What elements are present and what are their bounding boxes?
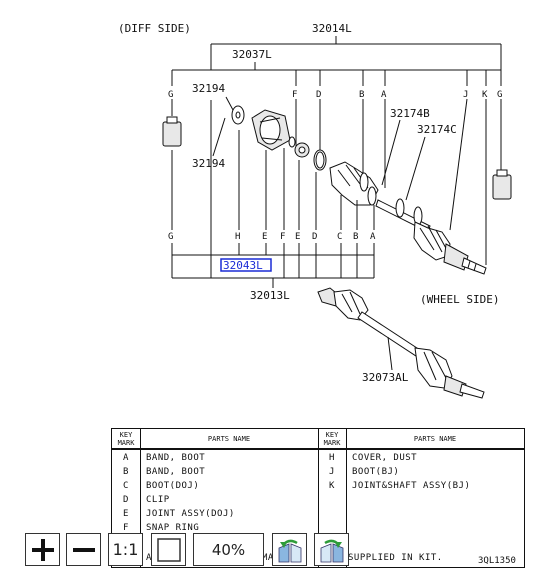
band-boot-a[interactable] — [367, 186, 377, 206]
bottom-letter-g: G — [168, 232, 173, 242]
legend-key-h: H — [329, 453, 335, 463]
zoom-in-button[interactable] — [25, 533, 60, 566]
part-number-32174C[interactable]: 32174C — [417, 123, 457, 136]
bottom-letter-e-1: E — [262, 232, 267, 242]
legend-key-a: A — [123, 453, 129, 463]
band-boot-b[interactable] — [359, 172, 369, 192]
legend-key-e: E — [123, 509, 129, 519]
dust-cover-g-right[interactable] — [492, 169, 512, 200]
part-number-32194-upper[interactable]: 32194 — [192, 82, 225, 95]
fit-page-button[interactable] — [151, 533, 186, 566]
legend-key-k: K — [329, 481, 335, 491]
parts-legend-table: KEY MARK PARTS NAME KEY MARK PARTS NAME … — [111, 428, 525, 568]
legend-name-e: JOINT ASSY(DOJ) — [146, 509, 235, 519]
part-number-32013L[interactable]: 32013L — [250, 289, 290, 302]
part-number-32174B[interactable]: 32174B — [390, 107, 430, 120]
top-letter-b: B — [359, 90, 364, 100]
bottom-letter-c: C — [337, 232, 342, 242]
bottom-letter-h: H — [235, 232, 240, 242]
legend-name-f: SNAP RING — [146, 523, 200, 533]
legend-name-c: BOOT(DOJ) — [146, 481, 200, 491]
joint-assy-doj[interactable] — [251, 109, 291, 151]
top-letter-g-right: G — [497, 90, 502, 100]
rotate-right-icon — [320, 539, 343, 562]
legend-name-h: COVER, DUST — [352, 453, 418, 463]
legend-footer-supplied: SUPPLIED IN KIT. — [348, 553, 443, 563]
zoom-out-button[interactable] — [66, 533, 101, 566]
plus-icon — [31, 538, 54, 561]
spider-e[interactable] — [294, 142, 310, 158]
legend-header-parts-left: PARTS NAME — [140, 429, 318, 449]
bottom-letter-a: A — [370, 232, 376, 242]
top-letter-a: A — [381, 90, 387, 100]
bottom-letter-e-2: E — [295, 232, 300, 242]
diff-side-label: (DIFF SIDE) — [118, 22, 191, 35]
rotate-left-button[interactable] — [272, 533, 307, 566]
part-number-32043L[interactable]: 32043L — [223, 259, 263, 272]
legend-name-j: BOOT(BJ) — [352, 467, 400, 477]
part-number-32194-lower[interactable]: 32194 — [192, 157, 225, 170]
part-number-32043L-highlight[interactable] — [220, 258, 272, 272]
legend-name-b: BAND, BOOT — [146, 467, 206, 477]
legend-header-key-right: KEY MARK — [318, 429, 346, 449]
top-letter-j: J — [463, 90, 468, 100]
part-number-32037L[interactable]: 32037L — [232, 48, 272, 61]
diagram-code: 3QL1350 — [478, 556, 516, 566]
top-letter-k: K — [482, 90, 488, 100]
assembled-drive-shaft-32073AL[interactable] — [317, 287, 485, 399]
legend-key-f: F — [123, 523, 129, 533]
legend-footer-ma: MA — [262, 553, 274, 563]
legend-key-d: D — [123, 495, 129, 505]
snap-ring[interactable] — [288, 136, 296, 148]
legend-key-b: B — [123, 467, 129, 477]
part-number-32073AL[interactable]: 32073AL — [362, 371, 409, 384]
actual-size-button[interactable]: 1:1 — [108, 533, 143, 566]
rotate-left-icon — [278, 539, 301, 562]
joint-shaft-assy-bj[interactable] — [443, 243, 487, 275]
legend-name-k: JOINT&SHAFT ASSY(BJ) — [352, 481, 471, 491]
legend-header-key-left: KEY MARK — [112, 429, 140, 449]
zoom-level-display: 40% — [193, 533, 264, 566]
part-number-32014L[interactable]: 32014L — [312, 22, 352, 35]
legend-name-a: BAND, BOOT — [146, 453, 206, 463]
bottom-letter-d: D — [312, 232, 317, 242]
dust-cover-g-left[interactable] — [162, 116, 182, 147]
minus-icon — [72, 547, 95, 552]
rotate-right-button[interactable] — [314, 533, 349, 566]
legend-header-parts-right: PARTS NAME — [346, 429, 524, 449]
top-letter-g-left: G — [168, 90, 173, 100]
top-letter-d: D — [316, 90, 321, 100]
wheel-side-label: (WHEEL SIDE) — [420, 293, 499, 306]
legend-key-j: J — [329, 467, 335, 477]
legend-name-d: CLIP — [146, 495, 170, 505]
legend-footer-a: A — [146, 553, 152, 563]
top-letter-f: F — [292, 90, 297, 100]
legend-key-c: C — [123, 481, 129, 491]
bottom-letter-f: F — [280, 232, 285, 242]
band-boot-bj-small[interactable] — [395, 198, 405, 218]
fit-page-icon — [156, 537, 181, 562]
bottom-letter-b: B — [353, 232, 358, 242]
